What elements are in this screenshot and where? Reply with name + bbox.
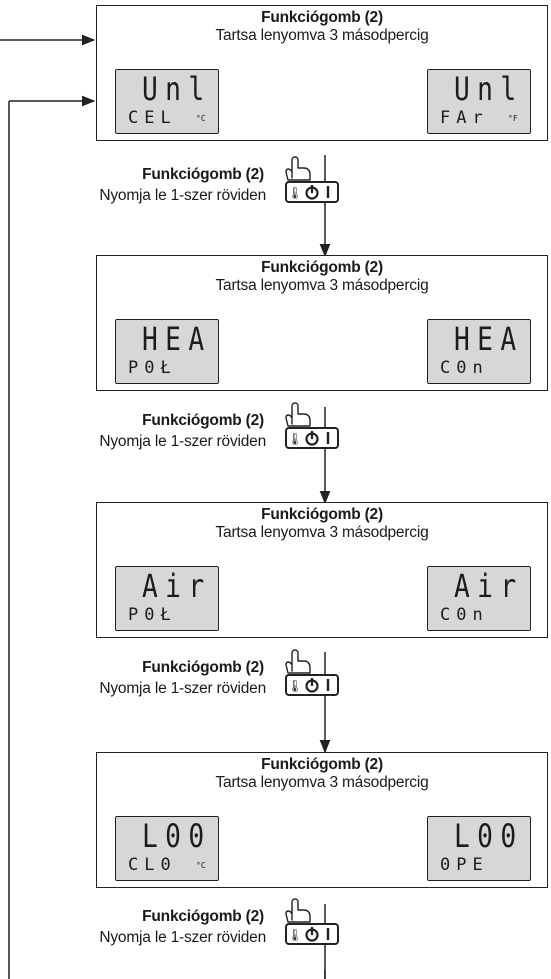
hand-pointer-icon <box>285 156 311 181</box>
lcd-top-text: HEA <box>142 320 212 358</box>
lcd-unit-text: °F <box>508 114 518 123</box>
step-title: Funkciógomb (2) <box>142 412 264 429</box>
function-block: Funkciógomb (2)Tartsa lenyomva 3 másodpe… <box>96 502 548 638</box>
lcd-bottom-text: C0n <box>440 605 489 625</box>
lcd-bottom-text: C0n <box>440 358 489 378</box>
step-subtitle: Nyomja le 1-szer röviden <box>99 929 266 946</box>
step-title: Funkciógomb (2) <box>142 659 264 676</box>
lcd-unit-text: °C <box>196 114 206 123</box>
function-block: Funkciógomb (2)Tartsa lenyomva 3 másodpe… <box>96 752 548 888</box>
lcd-top-text: L00 <box>142 817 212 855</box>
lcd-bottom-text: CEL <box>128 108 177 128</box>
block-subtitle: Tartsa lenyomva 3 másodpercig <box>215 524 429 541</box>
step-title: Funkciógomb (2) <box>142 908 264 925</box>
step-subtitle: Nyomja le 1-szer röviden <box>99 433 266 450</box>
block-subtitle: Tartsa lenyomva 3 másodpercig <box>215 27 429 44</box>
block-subtitle: Tartsa lenyomva 3 másodpercig <box>215 277 429 294</box>
lcd-top-text: HEA <box>454 320 524 358</box>
lcd-top-text: Air <box>142 567 212 605</box>
function-button-icon <box>284 426 340 450</box>
block-title: Funkciógomb (2) <box>261 9 383 26</box>
lcd-top-text: L00 <box>454 817 524 855</box>
function-block: Funkciógomb (2)Tartsa lenyomva 3 másodpe… <box>96 255 548 391</box>
block-title: Funkciógomb (2) <box>261 259 383 276</box>
hand-pointer-icon <box>285 898 311 923</box>
block-title: Funkciógomb (2) <box>261 506 383 523</box>
function-block: Funkciógomb (2)Tartsa lenyomva 3 másodpe… <box>96 5 548 141</box>
block-title: Funkciógomb (2) <box>261 756 383 773</box>
hand-pointer-icon <box>285 402 311 427</box>
function-button-icon <box>284 922 340 946</box>
function-button-icon <box>284 673 340 697</box>
lcd-bottom-text: CL0 <box>128 855 177 875</box>
step-subtitle: Nyomja le 1-szer röviden <box>99 187 266 204</box>
step-subtitle: Nyomja le 1-szer röviden <box>99 680 266 697</box>
function-button-icon <box>284 180 340 204</box>
lcd-top-text: Air <box>454 567 524 605</box>
lcd-top-text: Unl <box>454 70 524 108</box>
lcd-bottom-text: P0Ł <box>128 605 177 625</box>
hand-pointer-icon <box>285 649 311 674</box>
step-title: Funkciógomb (2) <box>142 166 264 183</box>
lcd-bottom-text: 0PE <box>440 855 489 875</box>
lcd-bottom-text: FAr <box>440 108 489 128</box>
lcd-top-text: Unl <box>142 70 212 108</box>
block-subtitle: Tartsa lenyomva 3 másodpercig <box>215 774 429 791</box>
lcd-bottom-text: P0Ł <box>128 358 177 378</box>
lcd-unit-text: °C <box>196 861 206 870</box>
